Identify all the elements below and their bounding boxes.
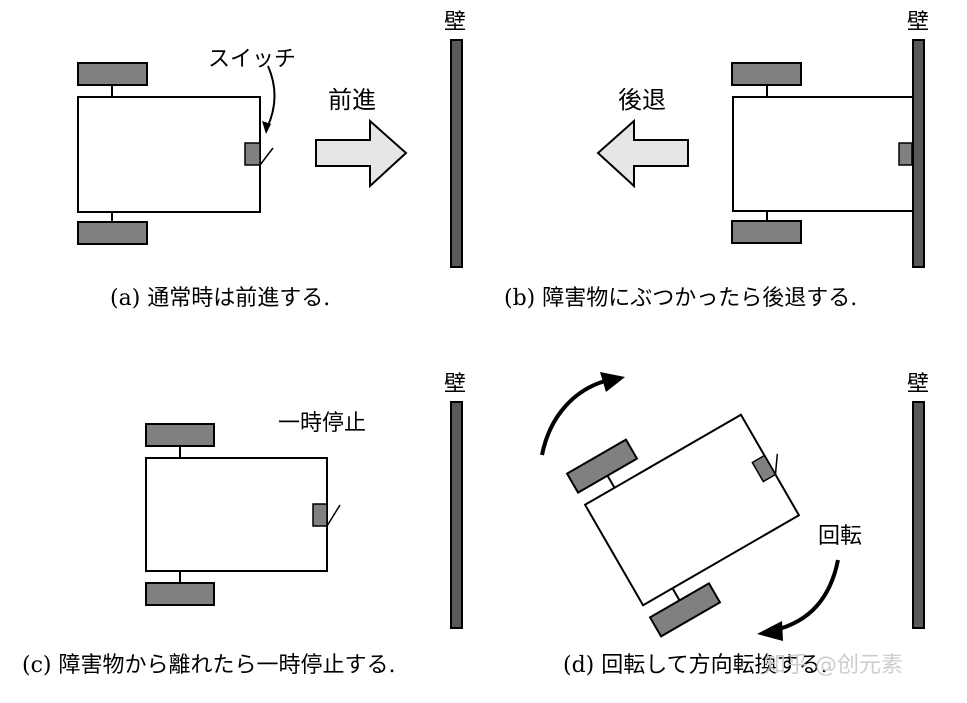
wheel-top xyxy=(145,423,215,447)
robot-b xyxy=(731,62,913,244)
wall-label: 壁 xyxy=(907,10,929,35)
action-label: 後退 xyxy=(618,86,666,114)
panel-a: スイッチ 前進 壁 (a) 通常時は前進する. xyxy=(77,10,466,311)
action-label: 前進 xyxy=(328,86,376,114)
robot-body xyxy=(732,96,912,212)
wall-label: 壁 xyxy=(444,372,466,397)
switch-lever xyxy=(259,147,274,166)
caption-c: (c) 障害物から離れたら一時停止する. xyxy=(22,653,395,678)
forward-arrow xyxy=(315,118,408,189)
wheel-bottom xyxy=(731,220,802,244)
panel-c: 一時停止 壁 (c) 障害物から離れたら一時停止する. xyxy=(22,372,466,678)
wheel-bottom xyxy=(77,221,148,245)
switch xyxy=(244,142,261,166)
switch xyxy=(751,454,777,483)
wall xyxy=(912,39,925,268)
axle-bottom xyxy=(671,587,681,601)
robot-d xyxy=(565,413,801,638)
action-label: 一時停止 xyxy=(278,411,366,436)
caption-a: (a) 通常時は前進する. xyxy=(110,286,330,311)
axle-top xyxy=(606,475,616,489)
robot-body xyxy=(583,413,801,607)
panel-b: 後退 壁 (b) 障害物にぶつかったら後退する. xyxy=(504,10,929,311)
caption-b: (b) 障害物にぶつかったら後退する. xyxy=(504,286,857,311)
backward-arrow xyxy=(596,118,689,189)
robot-c xyxy=(145,423,341,606)
wall xyxy=(450,39,463,268)
wheel-top xyxy=(731,62,802,86)
action-label: 回転 xyxy=(818,524,862,549)
wall-label: 壁 xyxy=(907,372,929,397)
rotate-arrow-top-head xyxy=(600,372,625,392)
switch xyxy=(312,503,328,527)
switch-label: スイッチ xyxy=(208,47,296,72)
panel-d: 回転 壁 (d) 回転して方向転換する. xyxy=(540,372,929,678)
caption-d: (d) 回転して方向転換する. xyxy=(563,653,828,678)
switch-pointer-arrow xyxy=(265,65,276,131)
robot-body xyxy=(77,96,261,213)
watermark: 知乎 @创元素 xyxy=(764,653,903,678)
wheel-bottom xyxy=(145,582,215,606)
robot-a xyxy=(77,62,274,245)
rotate-arrow-bottom xyxy=(774,559,840,632)
switch-pointer-head xyxy=(262,121,271,134)
wall-label: 壁 xyxy=(444,10,466,35)
switch-lever xyxy=(774,453,779,475)
robot-body xyxy=(145,457,328,572)
wall xyxy=(450,401,463,629)
rotate-arrow-top xyxy=(540,379,606,456)
switch-lever xyxy=(326,504,341,527)
switch xyxy=(898,142,913,166)
wheel-top xyxy=(77,62,148,86)
rotate-arrow-bottom-head xyxy=(757,621,783,641)
wall xyxy=(912,401,925,629)
